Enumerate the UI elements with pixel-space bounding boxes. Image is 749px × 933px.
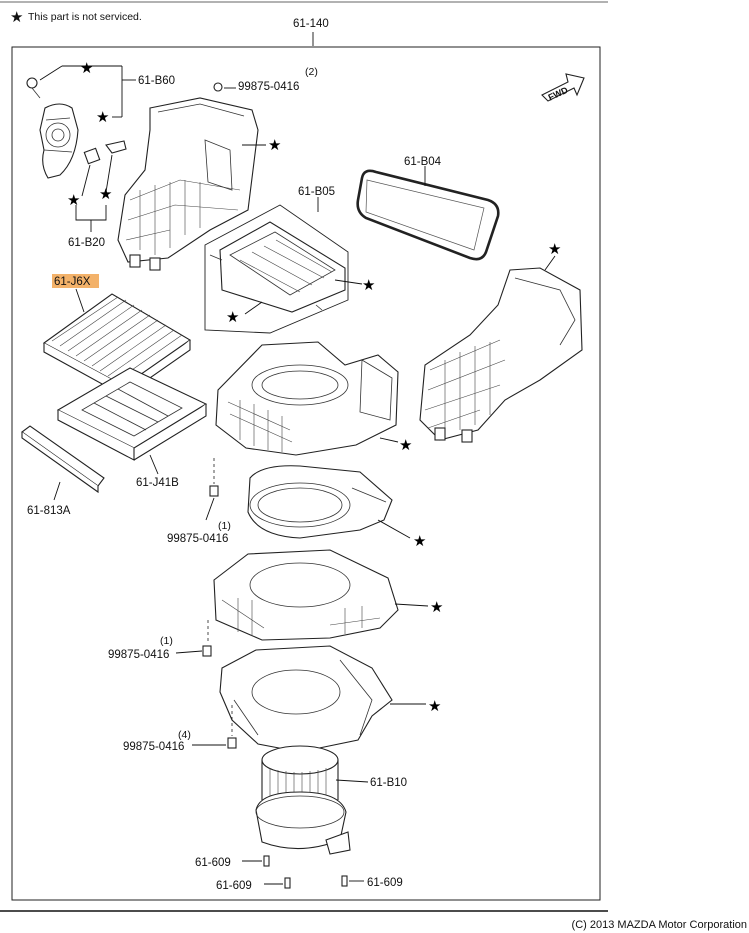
assembly-frame	[11, 46, 601, 901]
label-61-b04: 61-B04	[404, 156, 442, 168]
part-61-b04-gasket	[356, 169, 500, 261]
legend-text: This part is not serviced.	[28, 11, 142, 23]
screw-icon	[213, 82, 223, 92]
part-intake-housing	[215, 341, 399, 456]
b05-callout-box	[204, 204, 349, 334]
screw-icon	[263, 855, 270, 867]
copyright: (C) 2013 MAZDA Motor Corporation	[572, 919, 747, 931]
part-61-j41b-filter-frame	[56, 367, 208, 461]
label-61-813a: 61-813A	[27, 505, 71, 517]
label-61-j41b: 61-J41B	[136, 477, 179, 489]
bolt-low-code: 99875-0416	[108, 649, 169, 661]
part-blower-case-lower	[219, 645, 393, 753]
part-61-b60-cover	[39, 103, 79, 179]
assembly-label: 61-140	[293, 18, 329, 30]
legend-star-icon: ★	[10, 9, 23, 26]
star-icon: ★	[399, 437, 412, 454]
part-blower-case-upper	[213, 549, 399, 641]
screw-icon	[284, 877, 291, 889]
bolt-bottom-code: 99875-0416	[123, 741, 184, 753]
label-61-j6x[interactable]: 61-J6X	[54, 276, 91, 288]
fwd-arrow-icon: FWD	[541, 73, 585, 103]
bolt-icon	[209, 485, 219, 497]
bolt-mid-code: 99875-0416	[167, 533, 228, 545]
label-61-b20: 61-B20	[68, 237, 105, 249]
bolt-icon	[202, 645, 212, 657]
star-icon: ★	[430, 599, 443, 616]
star-icon: ★	[67, 192, 80, 209]
screw-icon	[341, 875, 348, 887]
bolt-mid-qty: (1)	[218, 520, 231, 532]
bolt-low-qty: (1)	[160, 635, 173, 647]
star-icon: ★	[428, 698, 441, 715]
label-61-b10: 61-B10	[370, 777, 407, 789]
bolt-top-qty: (2)	[305, 66, 318, 78]
bolt-icon	[227, 737, 237, 749]
label-61-b05: 61-B05	[298, 186, 335, 198]
star-icon: ★	[362, 277, 375, 294]
bolt-top-code: 99875-0416	[238, 81, 299, 93]
label-61-609-c: 61-609	[367, 877, 403, 889]
part-upper-duct-housing	[117, 97, 259, 271]
part-right-housing	[419, 267, 583, 443]
part-61-813a-cover-plate	[21, 425, 105, 494]
part-blower-shroud	[247, 465, 393, 539]
label-61-609-b: 61-609	[216, 880, 252, 892]
star-icon: ★	[548, 241, 561, 258]
star-icon: ★	[80, 60, 93, 77]
part-61-b05-damper	[209, 221, 346, 313]
part-61-b20-clips	[83, 140, 127, 165]
screw-icon	[26, 77, 41, 99]
label-61-b60: 61-B60	[138, 75, 175, 87]
star-icon: ★	[268, 137, 281, 154]
part-61-b10-blower-motor	[255, 745, 351, 855]
star-icon: ★	[99, 186, 112, 203]
star-icon: ★	[413, 533, 426, 550]
star-icon: ★	[96, 109, 109, 126]
highlight-61-j6x	[52, 274, 99, 288]
label-61-609-a: 61-609	[195, 857, 231, 869]
bolt-bottom-qty: (4)	[178, 729, 191, 741]
star-icon: ★	[226, 309, 239, 326]
